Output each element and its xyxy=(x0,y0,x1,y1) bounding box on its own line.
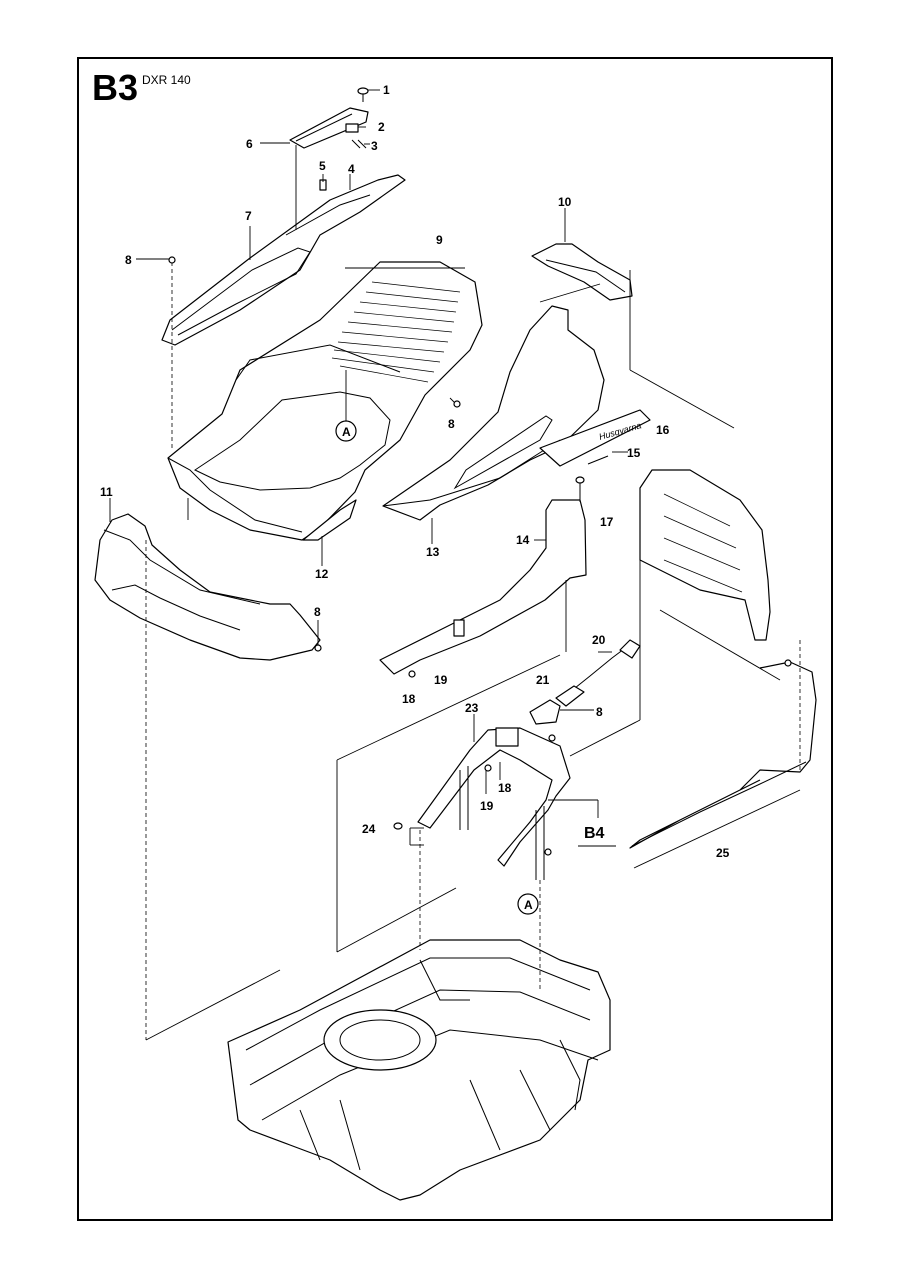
callout-21: 21 xyxy=(536,673,550,687)
part-23-frame xyxy=(417,699,571,880)
callout-10: 10 xyxy=(558,195,572,209)
part-1-screw xyxy=(357,87,369,102)
part-20-cable xyxy=(555,639,641,707)
callout-18-b: 18 xyxy=(498,781,512,795)
dashed-guide-lines xyxy=(145,262,801,1040)
callout-11: 11 xyxy=(100,485,113,499)
part-3-screw xyxy=(351,139,367,149)
callout-2: 2 xyxy=(378,120,385,134)
part-13-right-cover xyxy=(382,305,605,521)
callout-18-a: 18 xyxy=(402,692,416,706)
part-17-screw xyxy=(575,476,585,502)
reference-b4: B4 xyxy=(584,825,605,842)
part-10-bracket xyxy=(531,243,633,301)
leader-lines xyxy=(109,89,628,846)
callout-15: 15 xyxy=(627,446,641,460)
callout-13: 13 xyxy=(426,545,440,559)
model-name: DXR 140 xyxy=(142,73,191,87)
callout-labels: 1 2 3 4 5 6 7 8 9 10 8 16 15 11 17 14 13… xyxy=(100,83,730,860)
callout-1: 1 xyxy=(383,83,390,97)
part-11-front-bumper xyxy=(94,513,321,661)
part-14-panel xyxy=(379,499,587,675)
callout-6: 6 xyxy=(246,137,253,151)
callout-16: 16 xyxy=(656,423,670,437)
callout-20: 20 xyxy=(592,633,606,647)
callout-8-b: 8 xyxy=(448,417,455,431)
callout-19-a: 19 xyxy=(434,673,448,687)
marker-a-lower: A xyxy=(517,893,539,915)
guide-lines xyxy=(145,270,801,1041)
marker-a-upper-label: A xyxy=(342,425,351,439)
chassis-frame xyxy=(227,939,611,1201)
callout-7: 7 xyxy=(245,209,252,223)
marker-a-upper: A xyxy=(335,370,357,442)
fasteners xyxy=(168,256,792,856)
part-15-screw xyxy=(587,455,609,465)
callout-3: 3 xyxy=(371,139,378,153)
page-code: B3 xyxy=(92,67,138,108)
callout-8-c: 8 xyxy=(314,605,321,619)
marker-a-lower-label: A xyxy=(524,898,533,912)
callout-25: 25 xyxy=(716,846,730,860)
callout-17: 17 xyxy=(600,515,614,529)
callout-5: 5 xyxy=(319,159,326,173)
part-6-top-cover xyxy=(289,107,369,149)
callout-14: 14 xyxy=(516,533,530,547)
callout-12: 12 xyxy=(315,567,329,581)
callout-8-d: 8 xyxy=(596,705,603,719)
callout-9: 9 xyxy=(436,233,443,247)
callout-19-b: 19 xyxy=(480,799,494,813)
part-2-clip xyxy=(345,123,359,133)
part-25-rear-cover xyxy=(629,469,817,849)
callout-8-a: 8 xyxy=(125,253,132,267)
callout-24: 24 xyxy=(362,822,376,836)
part-12-trim xyxy=(302,499,357,541)
page-border xyxy=(77,57,833,1221)
callout-4: 4 xyxy=(348,162,355,176)
callout-23: 23 xyxy=(465,701,479,715)
part-9-body-cover xyxy=(167,261,483,541)
